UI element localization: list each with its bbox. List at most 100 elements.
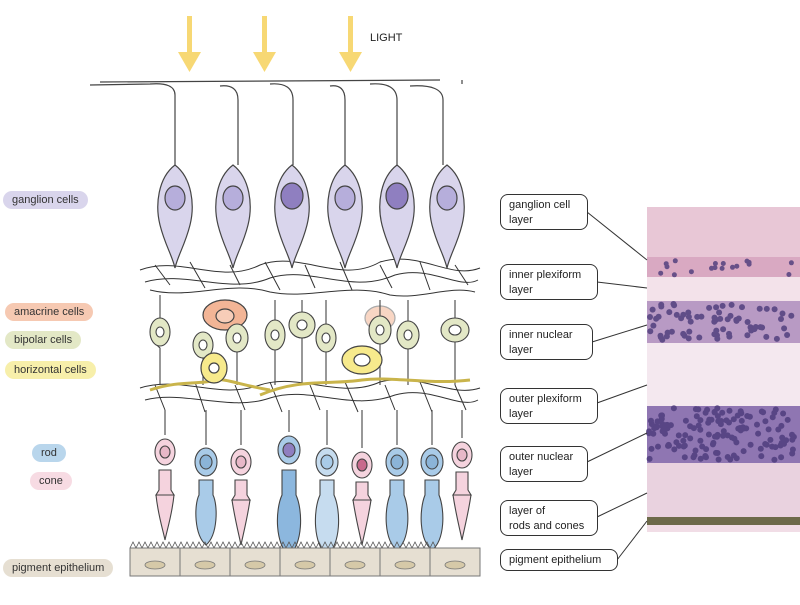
nucleus-dot xyxy=(711,314,718,321)
nucleus-dot xyxy=(775,426,782,433)
nucleus-dot xyxy=(663,333,670,340)
nucleus-dot xyxy=(692,447,699,454)
nucleus-dot xyxy=(771,456,778,463)
nucleus-dot xyxy=(658,303,665,310)
nucleus-dot xyxy=(724,454,731,460)
nucleus-dot xyxy=(730,452,737,459)
cone-cell xyxy=(230,410,252,546)
nucleus-dot xyxy=(712,261,718,266)
nucleus-dot xyxy=(714,405,721,412)
nucleus-dot xyxy=(772,444,779,451)
histology-micrograph xyxy=(646,207,800,532)
nucleus-dot xyxy=(690,454,697,461)
nucleus-dot xyxy=(715,456,722,463)
nucleus-dot xyxy=(695,406,702,413)
nucleus-dot xyxy=(646,455,653,462)
nucleus-dot xyxy=(714,450,721,456)
nucleus-dot xyxy=(757,324,764,331)
label-bipolar-cells: bipolar cells xyxy=(5,331,82,349)
nucleus-dot xyxy=(720,261,726,266)
nucleus-dot xyxy=(763,305,770,312)
nucleus-dot xyxy=(786,272,792,277)
nucleus-dot xyxy=(730,264,735,270)
nucleus-dot xyxy=(771,409,778,416)
pigment-epithelium-layer xyxy=(129,541,481,577)
nucleus-dot xyxy=(762,441,769,447)
nucleus-dot xyxy=(709,265,714,271)
nucleus-dot xyxy=(762,418,769,425)
cone-cell xyxy=(351,410,373,546)
nucleus-dot xyxy=(650,322,657,329)
nucleus-dot xyxy=(672,258,678,264)
ganglion-axons xyxy=(89,79,463,165)
nucleus-dot xyxy=(671,446,678,453)
nucleus-dot xyxy=(747,441,754,448)
bipolar-cell xyxy=(149,295,171,385)
nucleus-dot xyxy=(687,435,694,442)
nucleus-dot xyxy=(715,418,722,425)
nucleus-dot xyxy=(675,432,682,439)
nucleus-dot xyxy=(788,260,794,266)
nucleus-dot xyxy=(717,315,724,322)
light-arrow-icon xyxy=(253,16,276,72)
nucleus-dot xyxy=(719,265,725,271)
nucleus-dot xyxy=(659,428,666,435)
ganglion-cell xyxy=(429,164,465,269)
nucleus-dot xyxy=(670,301,677,307)
outer-plexiform-band xyxy=(139,379,481,413)
nucleus-dot xyxy=(713,304,720,311)
nucleus-dot xyxy=(726,333,733,340)
nucleus-dot xyxy=(765,426,772,433)
nucleus-dot xyxy=(687,318,694,325)
bipolar-cells xyxy=(149,295,470,385)
nucleus-dot xyxy=(670,405,677,412)
nucleus-dot xyxy=(713,327,720,334)
bipolar-cell xyxy=(315,300,337,385)
nucleus-dot xyxy=(695,422,702,429)
nucleus-dot xyxy=(731,435,738,442)
nucleus-dot xyxy=(664,264,670,270)
nucleus-dot xyxy=(737,408,744,415)
nucleus-dot xyxy=(703,446,710,453)
nucleus-dot xyxy=(697,417,704,424)
nucleus-dot xyxy=(760,409,767,416)
nucleus-dot xyxy=(746,413,753,420)
nucleus-dot xyxy=(702,453,709,459)
nucleus-dot xyxy=(655,443,661,450)
nucleus-dot xyxy=(723,417,730,424)
nucleus-dot xyxy=(789,446,796,453)
nucleus-dot xyxy=(671,272,677,278)
nucleus-dot xyxy=(680,437,687,444)
nucleus-dot xyxy=(789,436,796,443)
nucleus-dot xyxy=(705,431,712,438)
nucleus-dot xyxy=(767,436,774,443)
rod-cell xyxy=(420,410,444,551)
nucleus-dot xyxy=(654,418,661,425)
ganglion-cell xyxy=(379,164,415,269)
nucleus-dot xyxy=(666,309,673,316)
label-cone: cone xyxy=(30,472,72,490)
nucleus-dot xyxy=(719,302,726,309)
horizontal-cells xyxy=(149,345,471,397)
bipolar-cell xyxy=(264,300,286,385)
nucleus-dot xyxy=(758,453,765,460)
nucleus-dot xyxy=(693,413,700,420)
nucleus-dot xyxy=(690,425,697,432)
nucleus-dot xyxy=(719,409,726,416)
nucleus-dot xyxy=(755,430,762,437)
label-ganglion-cells: ganglion cells xyxy=(3,191,88,209)
nucleus-dot xyxy=(752,324,759,330)
rod-cell xyxy=(314,410,340,556)
bipolar-cell xyxy=(440,300,470,385)
nucleus-dot xyxy=(657,332,664,339)
nucleus-dot xyxy=(709,441,716,448)
nucleus-dot xyxy=(784,416,791,423)
nucleus-dot xyxy=(780,410,787,417)
nucleus-dot xyxy=(734,412,741,419)
nucleus-dot xyxy=(667,422,674,429)
nucleus-dot xyxy=(655,313,662,320)
bipolar-cell xyxy=(288,300,316,385)
